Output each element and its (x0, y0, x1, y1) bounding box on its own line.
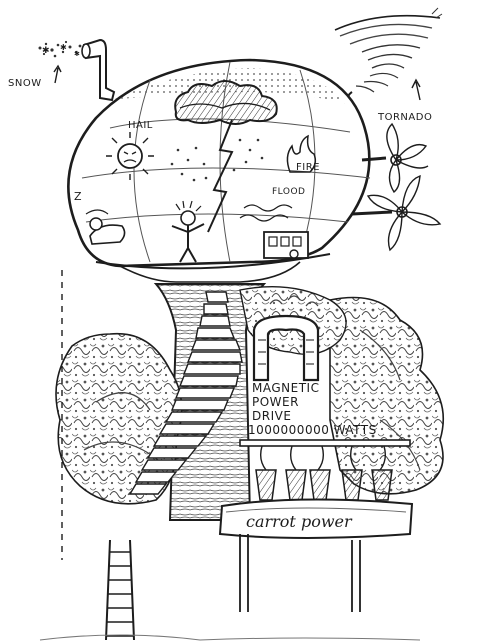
carrot-power-label: carrot power (246, 512, 353, 531)
flood-label: FLOOD (272, 187, 305, 197)
snow-spray: ✱ ✱ ✱ (38, 40, 82, 58)
spiral-staircase (128, 291, 243, 495)
flood-waves (239, 204, 293, 222)
tornado-arrow (411, 78, 421, 101)
snow-nozzle (82, 38, 116, 102)
sleeping-figure: Z (74, 190, 126, 245)
sun-icon (106, 132, 154, 180)
lightning-bolt (207, 119, 234, 233)
hail-stones (170, 138, 264, 182)
storm-cloud (174, 80, 278, 125)
sleep-z: Z (74, 190, 82, 203)
shocked-kid (171, 200, 205, 263)
drive-label-line2: POWER (252, 395, 299, 409)
weather-dome: HAIL FIRE FLOOD Z (67, 58, 371, 283)
svg-text:✱: ✱ (60, 43, 67, 52)
drive-label-line1: MAGNETIC (252, 381, 319, 395)
fan-lower (351, 174, 442, 252)
magnet (252, 295, 320, 382)
power-bus (239, 439, 411, 471)
support-posts (239, 534, 361, 612)
carrot-power-platform: carrot power (218, 498, 414, 539)
snow-label: SNOW (8, 78, 42, 89)
foliage-right (329, 296, 445, 495)
svg-text:✱: ✱ (74, 50, 80, 58)
drive-label-line3: DRIVE (252, 409, 291, 423)
fan-upper (361, 122, 429, 194)
fire-label: FIRE (296, 162, 320, 173)
dome-shell (67, 58, 371, 268)
watts-label: 1000000000 WATTS (248, 423, 377, 437)
svg-text:✱: ✱ (42, 46, 50, 56)
snow-maker: ✱ ✱ ✱ SNOW (8, 38, 116, 102)
snow-arrow (53, 64, 62, 84)
control-panel (263, 231, 309, 259)
hail-label: HAIL (128, 120, 153, 131)
tornado-label: TORNADO (377, 112, 432, 123)
ground-line (39, 634, 421, 641)
power-drive-label: MAGNETIC POWER DRIVE 1000000000 WATTS (248, 381, 377, 437)
fire-icon (286, 134, 317, 173)
ladder (105, 539, 135, 641)
carrot-rods (255, 469, 393, 501)
